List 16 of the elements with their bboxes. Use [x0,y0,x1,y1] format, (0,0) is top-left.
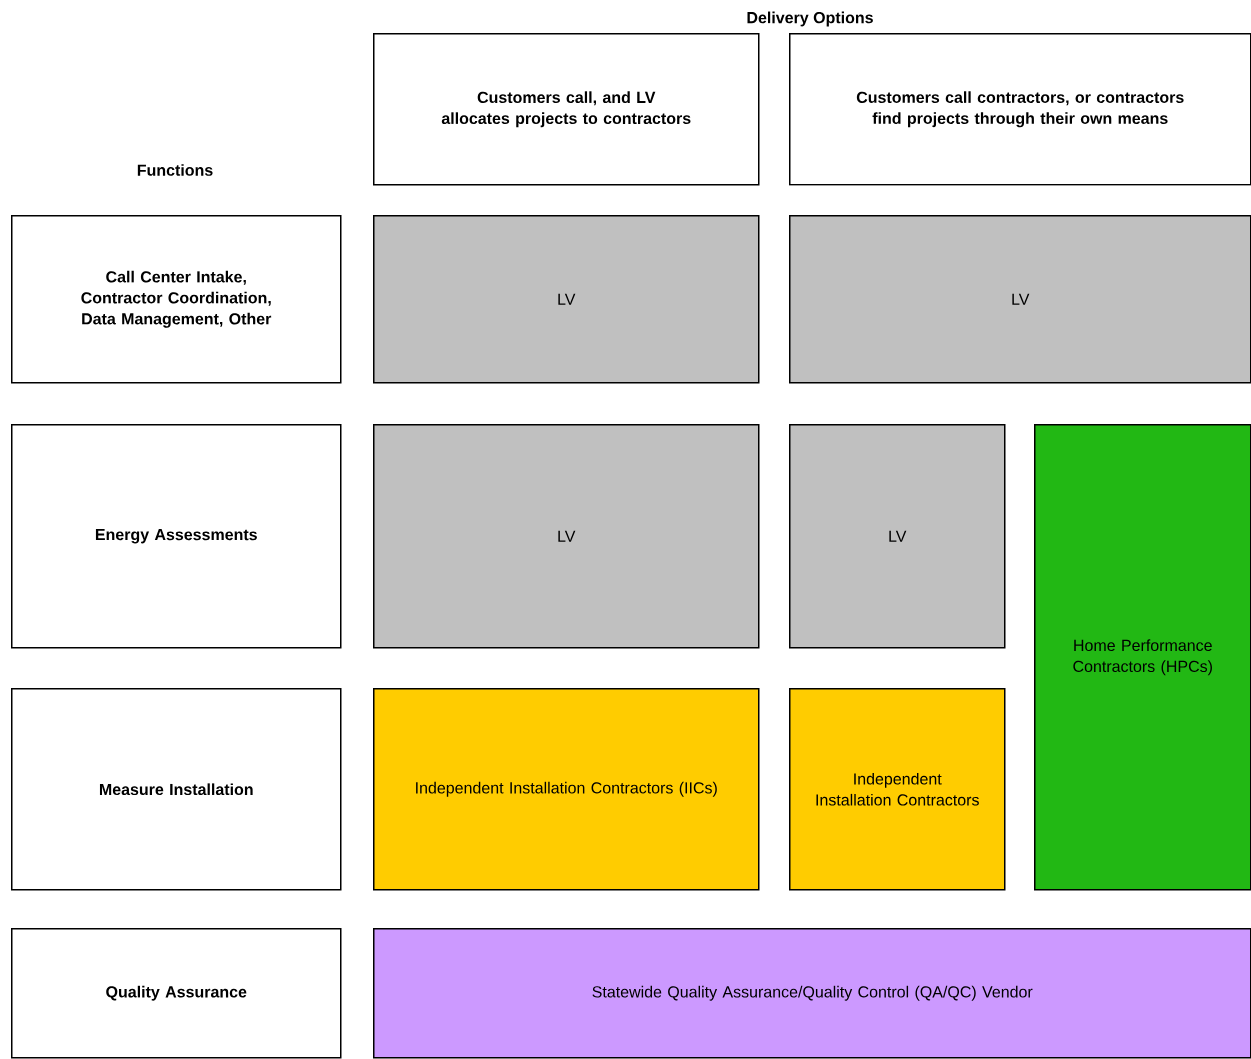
cell-box: Independent Installation Contractors [789,688,1006,891]
header-box: Customers call, and LV allocates projects to contractors [373,33,760,186]
cell-box: Home Performance Contractors (HPCs) [1034,424,1251,891]
cell-box: LV [789,215,1251,384]
cell-box: LV [789,424,1006,649]
function-box: Quality Assurance [11,928,342,1059]
cell-box: LV [373,424,760,649]
column-heading: Delivery Options [747,11,873,27]
function-box: Call Center Intake, Contractor Coordination, Data Management, Other [11,215,342,384]
cell-box: Independent Installation Contractors (IICs) [373,688,760,891]
function-box: Energy Assessments [11,424,342,649]
header-box: Customers call contractors, or contractors find projects through their own means [789,33,1251,186]
column-heading: Functions [137,164,213,176]
function-box: Measure Installation [11,688,342,891]
cell-box: LV [373,215,760,384]
cell-box: Statewide Quality Assurance/Quality Control (QA/QC) Vendor [373,928,1251,1059]
